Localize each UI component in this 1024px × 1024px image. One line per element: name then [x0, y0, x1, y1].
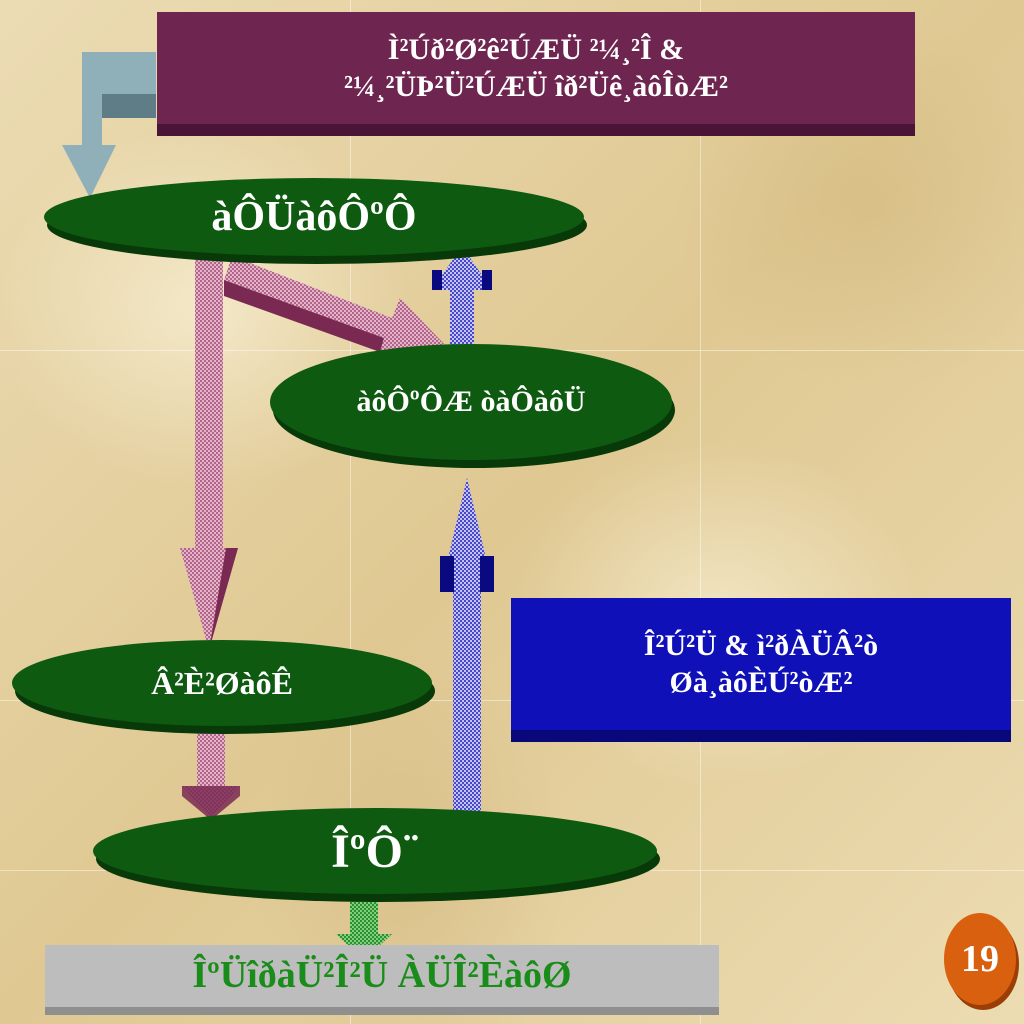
footer-bar: ÎºÜîðàÜ²Î²Ü ÀÜÎ²ÈàôØ [45, 945, 719, 1007]
info-box: Î²Ú²Ü & ì²ðÀÜÂ²ò Øà¸àôÈÚ²òÆ² [511, 598, 1011, 730]
node-1-label: àÔÜàôÔºÔ [211, 194, 417, 240]
arrow-n1-to-n2 [224, 256, 448, 357]
footer-label: ÎºÜîðàÜ²Î²Ü ÀÜÎ²ÈàôØ [192, 954, 572, 997]
node-2-label: àôÔºÔÆ òàÔàôÜ [356, 385, 586, 418]
arrow-n4-to-n2 [440, 478, 494, 814]
arrow-n1-to-n3 [180, 252, 238, 650]
page-number: 19 [961, 938, 999, 980]
node-3-label: Â²È²ØàôÊ [151, 664, 293, 701]
grid-line [350, 0, 351, 1024]
node-2: àôÔºÔÆ òàÔàôÜ [270, 344, 672, 460]
title-line-2: ²¼¸²ÜÞ²Ü²ÚÆÜ îð²Üê¸àôÎòÆ² [344, 70, 728, 103]
title-line-1: Ì²Úð²Ø²ê²ÚÆÜ ²¼¸²Î & [387, 32, 685, 66]
info-line-1: Î²Ú²Ü & ì²ðÀÜÂ²ò [643, 628, 879, 662]
node-3: Â²È²ØàôÊ [12, 640, 432, 726]
arrow-n3-to-n4 [182, 722, 240, 820]
page-number-badge: 19 [944, 913, 1016, 1005]
title-banner: Ì²Úð²Ø²ê²ÚÆÜ ²¼¸²Î & ²¼¸²ÜÞ²Ü²ÚÆÜ îð²Üê¸… [157, 12, 915, 124]
info-line-2: Øà¸àôÈÚ²òÆ² [669, 666, 853, 699]
node-4-label: ÎºÔ¨ [331, 824, 419, 878]
grey-elbow-arrow [62, 52, 156, 198]
node-4: ÎºÔ¨ [93, 808, 657, 894]
grid-line [700, 0, 701, 1024]
node-1: àÔÜàôÔºÔ [44, 178, 584, 256]
